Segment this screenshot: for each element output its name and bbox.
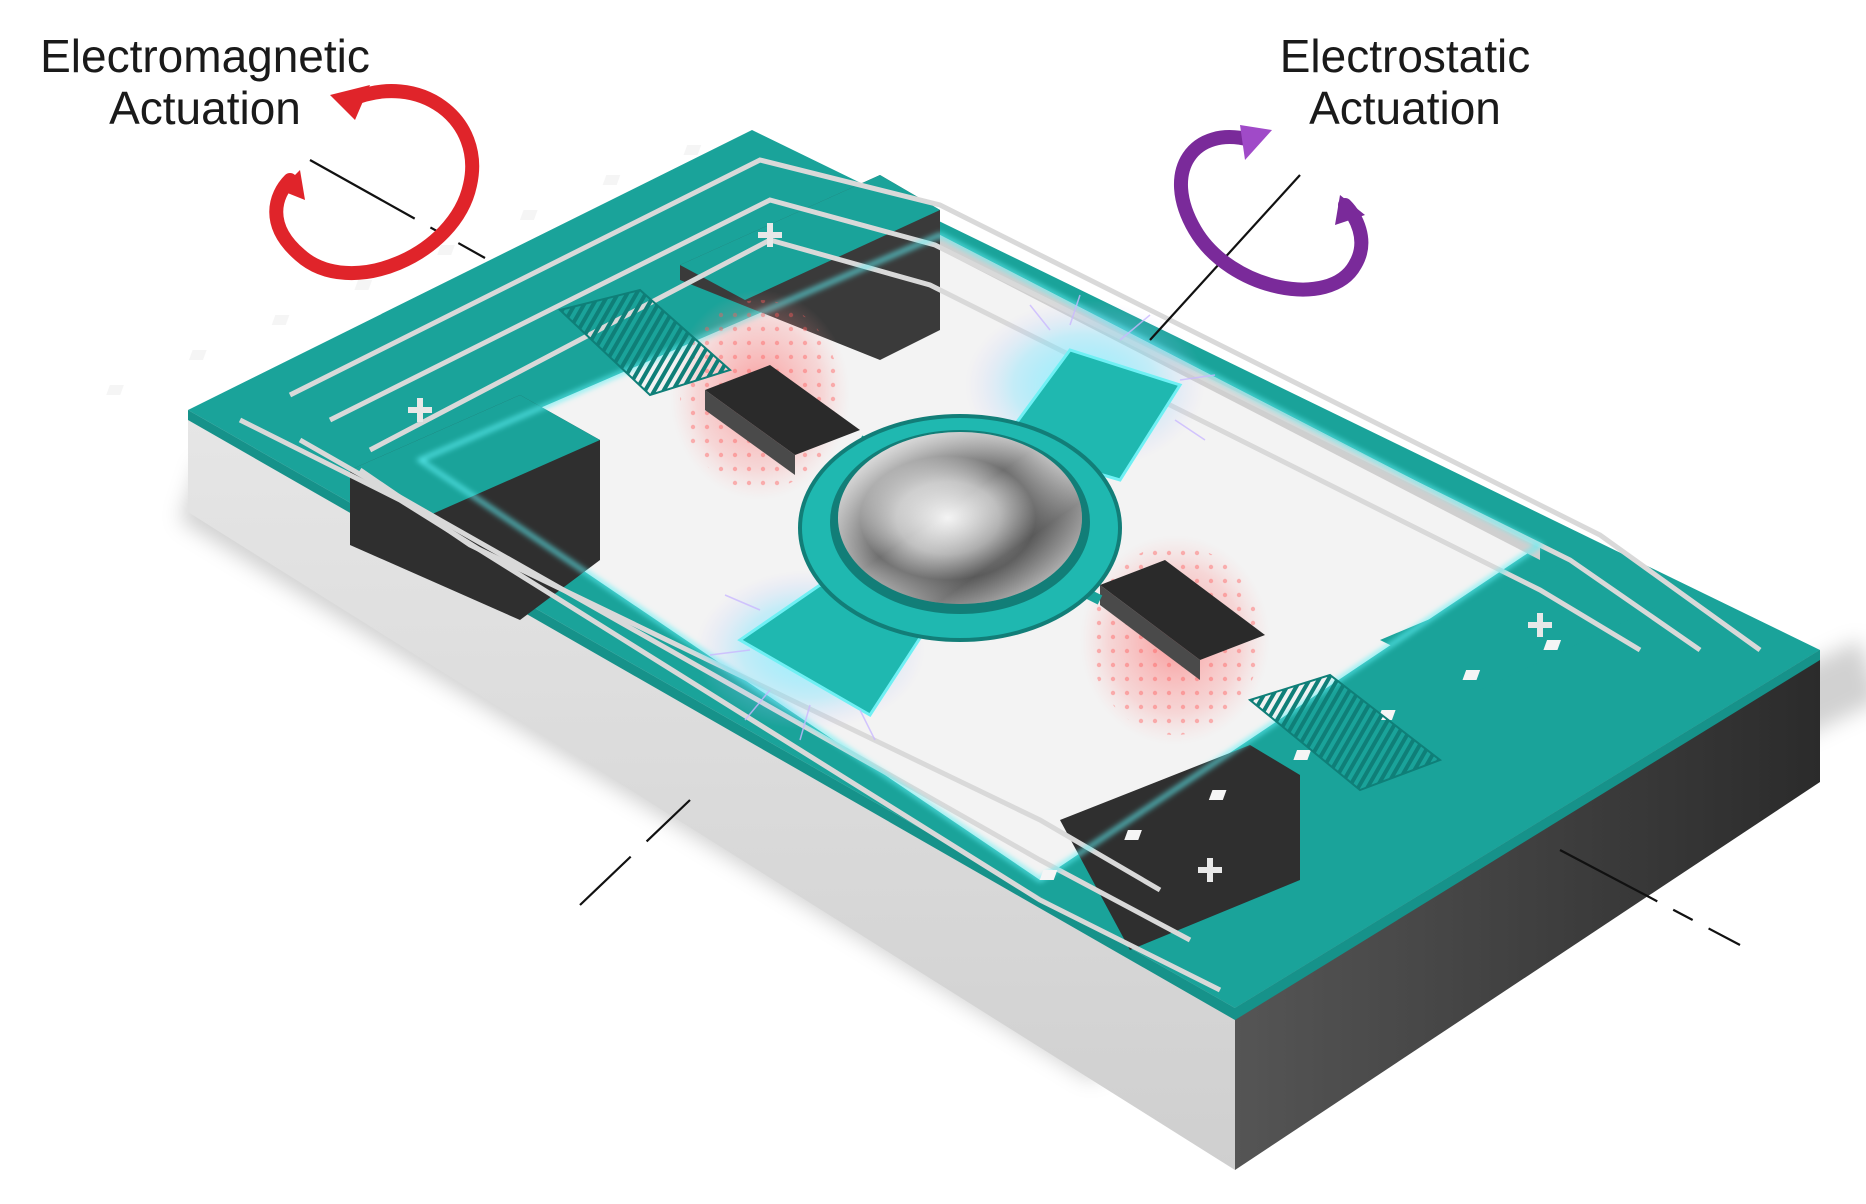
anchor-block-bottom-left [1060,745,1300,950]
axis-electromagnetic [309,159,1741,946]
mirror-sheen [838,432,1082,604]
magnet-left [705,365,860,455]
electrostatic-actuation-label: Electrostatic Actuation [1240,30,1570,134]
magnet-right-side [1100,585,1200,680]
rotation-arrow-icon [269,84,479,280]
comb-drive-left [557,288,732,397]
magnet-right [1100,560,1265,660]
electromagnetic-actuation-label: Electromagnetic Actuation [20,30,390,134]
contact-pads [106,145,1562,880]
label-line: Actuation [1309,82,1501,134]
rotation-arrow-icon [1173,125,1369,297]
anchor-block-top-left-top [350,395,600,515]
electrostatic-sparks [709,294,1216,741]
substrate-side-front [188,410,1235,1170]
alignment-marks [408,223,1552,882]
magnet-left-side [705,390,795,475]
anchor-block-bottom-right [1380,560,1660,690]
label-line: Electromagnetic [40,30,370,82]
label-line: Electrostatic [1279,30,1531,82]
comb-drive-right [1247,673,1443,792]
anchor-block-top-right-top [680,175,940,300]
substrate-side-right [1235,650,1820,1170]
label-line: Actuation [109,82,301,134]
